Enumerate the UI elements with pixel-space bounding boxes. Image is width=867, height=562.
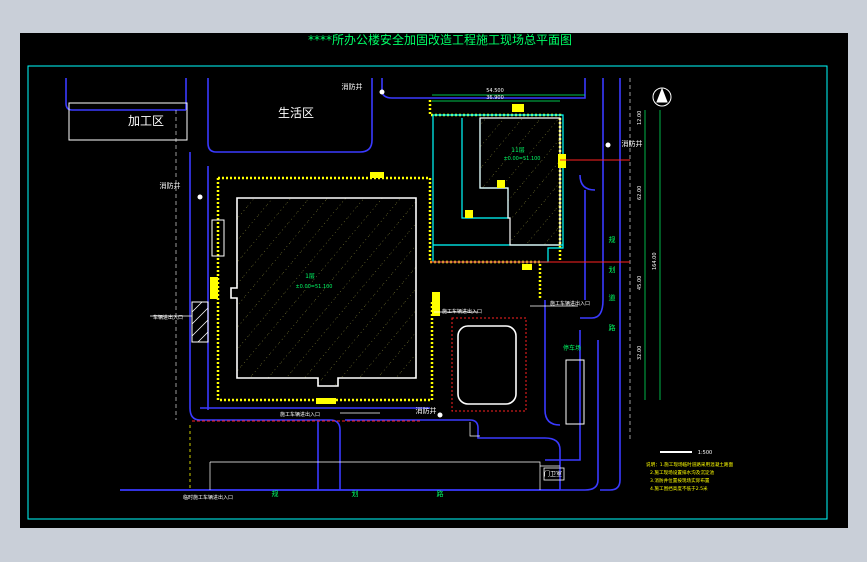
living-zone-label: 生活区	[278, 106, 314, 120]
dim-right-b: 62.00	[637, 186, 643, 200]
svg-text:3.消防井位置按现场实际布置: 3.消防井位置按现场实际布置	[650, 477, 710, 484]
svg-text:说明：1.施工现场临时道路采用混凝土路面: 说明：1.施工现场临时道路采用混凝土路面	[646, 461, 733, 468]
svg-text:划: 划	[352, 489, 359, 498]
svg-text:2.施工现场设置排水沟及沉淀池: 2.施工现场设置排水沟及沉淀池	[650, 469, 715, 476]
west-tower	[211, 219, 225, 257]
main-building-label: 1层	[305, 273, 315, 280]
west-storage	[191, 301, 209, 343]
dim-right-c: 45.00	[637, 276, 643, 290]
road-right-name: 规 划 道 路	[609, 235, 616, 332]
north-arrow-icon	[652, 87, 672, 107]
road-bottom-name: 规 划 路	[272, 489, 444, 498]
dim-top-a: 36.900	[486, 95, 504, 101]
parking-label: 停车场	[563, 344, 581, 352]
bottom-road-markings	[209, 422, 560, 490]
svg-text:路: 路	[609, 323, 616, 332]
svg-text:4.施工围挡高度不低于2.5米: 4.施工围挡高度不低于2.5米	[650, 485, 708, 492]
roads	[65, 78, 621, 491]
annex-building-elevation: ±0.00=51.100	[503, 156, 540, 162]
hydrant-markers	[197, 89, 611, 418]
svg-text:道: 道	[609, 293, 616, 302]
drawing-sheet	[20, 33, 848, 528]
entrance-east-main-label: 施工车辆进出入口	[442, 308, 482, 315]
entrance-east-road-label: 施工车辆进出入口	[550, 300, 590, 307]
entrance-south-label: 施工车辆进出入口	[280, 411, 320, 418]
equipment-blocks	[210, 104, 566, 404]
guard-house-label: 门卫室	[544, 470, 562, 478]
dim-right-a: 12.00	[637, 111, 643, 125]
drawing-title: ****所办公楼安全加固改造工程施工现场总平面图	[308, 32, 572, 47]
svg-text:规: 规	[609, 235, 616, 244]
reference-lines	[175, 78, 631, 440]
dim-right-total: 164.00	[652, 253, 658, 271]
entrance-bottom-left-label: 临时施工车辆进出入口	[183, 494, 233, 501]
scale-label: 1:500	[698, 450, 712, 456]
svg-text:路: 路	[437, 489, 444, 498]
main-building-elevation: ±0.00=51.100	[295, 284, 332, 290]
entrance-arrows	[150, 305, 578, 414]
processing-zone	[68, 102, 188, 141]
dim-right-d: 32.00	[637, 346, 643, 360]
hydrant-label-3: 消防井	[622, 139, 643, 148]
drawing-frame	[27, 65, 828, 520]
dim-top-total: 54.500	[486, 88, 504, 94]
hydrant-label-1: 消防井	[342, 82, 363, 91]
hydrant-label-2: 消防井	[160, 181, 181, 190]
main-building	[230, 197, 417, 387]
entrance-west-label: 车辆进出入口	[153, 314, 183, 321]
guard-box	[543, 467, 565, 481]
svg-text:规: 规	[272, 489, 279, 498]
dimension-lines	[432, 94, 661, 400]
parking-lot	[457, 325, 517, 405]
parking-outline	[451, 317, 527, 412]
notes-block: 说明：1.施工现场临时道路采用混凝土路面 2.施工现场设置排水沟及沉淀池 3.消…	[646, 461, 733, 492]
svg-text:划: 划	[609, 265, 616, 274]
guard-house	[565, 359, 585, 425]
hydrant-label-4: 消防井	[416, 406, 437, 415]
processing-zone-label: 加工区	[128, 114, 164, 128]
axis-lines	[192, 159, 630, 422]
annex-building-label: 11层	[511, 147, 525, 154]
